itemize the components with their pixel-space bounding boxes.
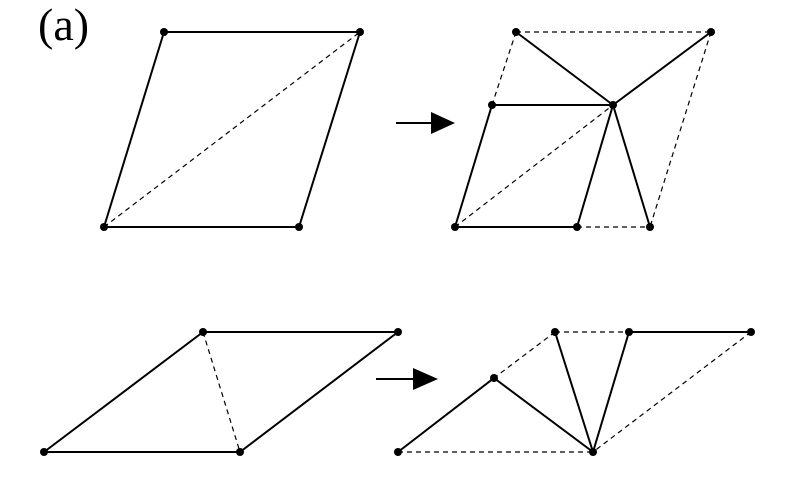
edge xyxy=(397,377,495,453)
vertex xyxy=(160,28,168,36)
vertex xyxy=(394,328,402,336)
lower-left-parallelogram xyxy=(40,328,402,456)
edge xyxy=(515,31,614,106)
panel-label: (a) xyxy=(38,0,90,50)
upper-right-subdivided xyxy=(451,28,715,231)
diagonal xyxy=(454,104,614,228)
vertex xyxy=(573,223,581,231)
vertex xyxy=(589,448,597,456)
edge xyxy=(493,377,594,453)
vertex xyxy=(625,328,633,336)
vertex xyxy=(646,223,654,231)
edge xyxy=(554,331,594,453)
vertex xyxy=(490,374,498,382)
edge xyxy=(576,104,614,228)
vertex xyxy=(551,328,559,336)
right-arrow-icon xyxy=(396,112,455,134)
edge xyxy=(103,31,165,228)
vertex xyxy=(747,328,755,336)
vertex xyxy=(236,448,244,456)
diagonal xyxy=(103,31,361,228)
diagonal xyxy=(491,31,517,106)
vertex xyxy=(356,28,364,36)
vertex xyxy=(40,448,48,456)
diagonal xyxy=(202,331,241,453)
edge xyxy=(239,331,399,453)
right-arrow-icon xyxy=(376,368,438,390)
vertex xyxy=(707,28,715,36)
upper-left-parallelogram xyxy=(100,28,364,231)
diagonal xyxy=(592,331,752,453)
vertex xyxy=(512,28,520,36)
lower-right-subdivided xyxy=(394,328,755,456)
edge xyxy=(592,331,630,453)
diagonal xyxy=(493,331,556,379)
diagonal xyxy=(649,31,712,228)
edge xyxy=(43,331,204,453)
edge xyxy=(298,31,361,228)
edge xyxy=(612,31,712,106)
edge xyxy=(454,104,493,228)
vertex xyxy=(488,101,496,109)
vertex xyxy=(100,223,108,231)
vertex xyxy=(394,448,402,456)
vertex xyxy=(199,328,207,336)
vertex xyxy=(451,223,459,231)
edge xyxy=(612,104,651,228)
vertex xyxy=(609,101,617,109)
vertex xyxy=(295,223,303,231)
